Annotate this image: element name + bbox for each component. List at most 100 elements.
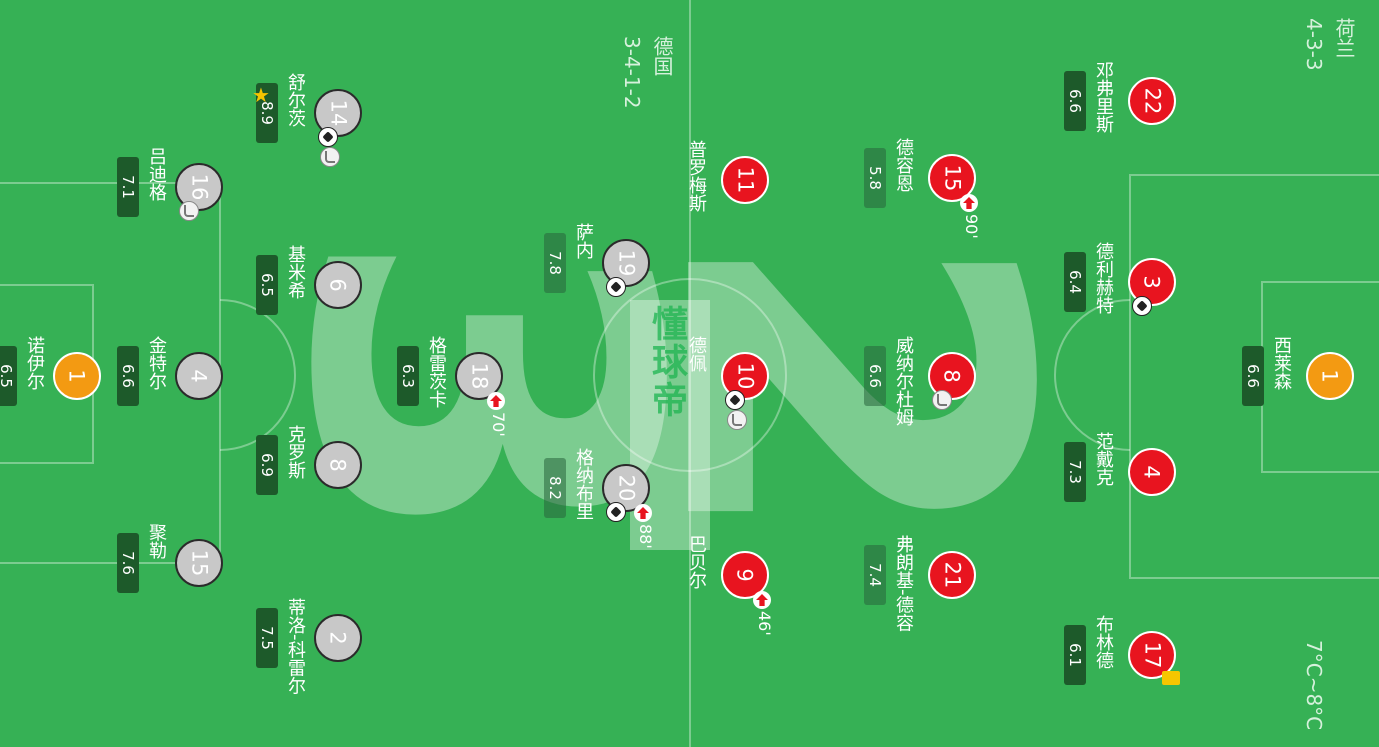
player-rating: 6.4 bbox=[1064, 252, 1086, 312]
player-name: 蒂洛-科雷尔 bbox=[285, 598, 306, 695]
player-rating: 6.6 bbox=[1064, 71, 1086, 131]
player-rating-value: 6.6 bbox=[1244, 364, 1263, 388]
player-rating: 6.1 bbox=[1064, 625, 1086, 685]
player-name: 范戴克 bbox=[1093, 432, 1114, 486]
yellow-card-icon bbox=[1162, 671, 1180, 685]
player-rating: 6.6 bbox=[864, 346, 886, 406]
player-name: 巴贝尔 bbox=[686, 535, 707, 589]
player-name: 聚勒 bbox=[146, 523, 167, 559]
player-number-badge[interactable]: 16 bbox=[175, 163, 223, 211]
player-name: 布林德 bbox=[1093, 615, 1114, 669]
assist-boot-icon bbox=[727, 410, 747, 430]
player-number: 2 bbox=[326, 631, 350, 645]
watermark: 懂球帝 bbox=[646, 305, 687, 419]
player-name: 德容恩 bbox=[893, 138, 914, 192]
player-number-badge[interactable]: 4 bbox=[175, 352, 223, 400]
player-rating-value: 6.6 bbox=[119, 364, 138, 388]
player-name: 普罗梅斯 bbox=[686, 140, 707, 212]
player-name: 格雷茨卡 bbox=[426, 336, 447, 408]
player-rating-value: 7.8 bbox=[546, 251, 565, 275]
player-number: 1 bbox=[65, 369, 89, 383]
player-number: 19 bbox=[613, 249, 638, 277]
goal-ball-icon bbox=[606, 277, 626, 297]
player-number: 22 bbox=[1139, 87, 1164, 115]
player-number-badge[interactable]: 1 bbox=[53, 352, 101, 400]
player-number-badge[interactable]: 1 bbox=[1306, 352, 1354, 400]
player-rating-value: 6.9 bbox=[258, 453, 277, 477]
player-number: 17 bbox=[1139, 641, 1164, 669]
player-number: 4 bbox=[187, 369, 211, 383]
away-formation: 4-3-3 bbox=[1302, 18, 1326, 71]
substitution-icon bbox=[753, 591, 771, 609]
home-team-name: 德国 bbox=[650, 36, 674, 76]
player-number: 3 bbox=[1140, 275, 1164, 289]
player-number: 8 bbox=[326, 458, 350, 472]
player-rating: 6.9 bbox=[256, 435, 278, 495]
player-rating-value: 7.4 bbox=[866, 563, 885, 587]
player-name: 西莱森 bbox=[1271, 336, 1292, 390]
player-rating: 6.3 bbox=[397, 346, 419, 406]
player-rating-value: 7.3 bbox=[1066, 460, 1085, 484]
player-rating-value: 6.5 bbox=[258, 273, 277, 297]
player-rating-value: 8.2 bbox=[546, 476, 565, 500]
player-number-badge[interactable]: 21 bbox=[928, 551, 976, 599]
player-rating-value: 6.6 bbox=[866, 364, 885, 388]
player-number: 9 bbox=[733, 568, 757, 582]
player-number: 4 bbox=[1140, 465, 1164, 479]
player-number-badge[interactable]: 2 bbox=[314, 614, 362, 662]
player-number-badge[interactable]: 10 bbox=[721, 352, 769, 400]
player-number: 14 bbox=[325, 99, 350, 127]
player-number: 6 bbox=[326, 278, 350, 292]
player-rating: 5.8 bbox=[864, 148, 886, 208]
player-rating-value: 7.1 bbox=[119, 175, 138, 199]
player-rating: 7.1 bbox=[117, 157, 139, 217]
substitution-icon bbox=[960, 194, 978, 212]
player-number-badge[interactable]: 15 bbox=[175, 539, 223, 587]
player-number: 18 bbox=[466, 362, 491, 390]
player-number-badge[interactable]: 11 bbox=[721, 156, 769, 204]
player-number-badge[interactable]: 4 bbox=[1128, 448, 1176, 496]
player-rating: 7.4 bbox=[864, 545, 886, 605]
weather-label: 7°C~8°C bbox=[1302, 640, 1326, 731]
player-number: 15 bbox=[939, 164, 964, 192]
goal-ball-icon bbox=[318, 127, 338, 147]
player-number-badge[interactable]: 8 bbox=[314, 441, 362, 489]
player-name: 德佩 bbox=[686, 336, 707, 372]
player-number: 1 bbox=[1318, 369, 1342, 383]
player-rating-value: 6.4 bbox=[1066, 270, 1085, 294]
player-number-badge[interactable]: 6 bbox=[314, 261, 362, 309]
home-formation: 3-4-1-2 bbox=[620, 36, 644, 109]
goal-ball-icon bbox=[1132, 296, 1152, 316]
player-name: 基米希 bbox=[285, 245, 306, 299]
player-name: 萨内 bbox=[573, 223, 594, 259]
player-name: 吕迪格 bbox=[146, 147, 167, 201]
player-rating-value: 5.8 bbox=[866, 166, 885, 190]
substitution-minute: 90' bbox=[962, 214, 981, 239]
assist-boot-icon bbox=[320, 147, 340, 167]
goal-ball-icon bbox=[606, 502, 626, 522]
player-rating-value: 6.5 bbox=[0, 364, 16, 388]
player-name: 邓弗里斯 bbox=[1093, 61, 1114, 133]
substitution-minute: 88' bbox=[636, 524, 655, 549]
player-name: 弗朗基-德容 bbox=[893, 535, 914, 632]
player-name: 格纳布里 bbox=[573, 448, 594, 520]
player-rating-value: 6.3 bbox=[399, 364, 418, 388]
player-rating: 7.5 bbox=[256, 608, 278, 668]
player-rating: 6.6 bbox=[1242, 346, 1264, 406]
player-rating-value: 7.5 bbox=[258, 626, 277, 650]
player-rating: 8.2 bbox=[544, 458, 566, 518]
player-rating: 7.8 bbox=[544, 233, 566, 293]
player-name: 威纳尔杜姆 bbox=[893, 336, 914, 426]
goal-ball-icon bbox=[725, 390, 745, 410]
player-rating-value: 6.1 bbox=[1066, 643, 1085, 667]
player-number: 20 bbox=[613, 474, 638, 502]
player-number-badge[interactable]: 22 bbox=[1128, 77, 1176, 125]
player-number: 10 bbox=[732, 362, 757, 390]
substitution-icon bbox=[634, 504, 652, 522]
mvp-star-icon: ★ bbox=[252, 83, 270, 107]
player-rating: 7.6 bbox=[117, 533, 139, 593]
player-rating-value: 7.6 bbox=[119, 551, 138, 575]
player-rating: 6.5 bbox=[0, 346, 17, 406]
player-number: 15 bbox=[186, 549, 211, 577]
